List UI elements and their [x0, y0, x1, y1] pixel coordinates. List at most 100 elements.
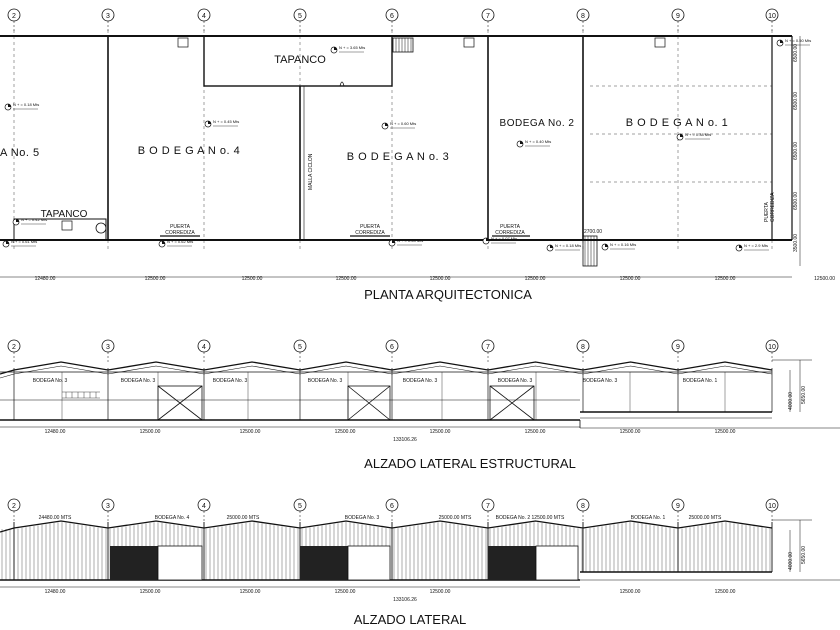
level-marker: N + = 0.62 Mts: [158, 239, 193, 248]
lateral-top-label: BODEGA No. 2 12500.00 MTS: [496, 515, 565, 521]
lateral-elevation: [0, 519, 840, 588]
lateral-top-label: BODEGA No. 1: [631, 515, 666, 521]
axis-label: 10: [768, 344, 776, 351]
dimension-label: 12500.00: [525, 429, 546, 435]
lateral-top-label: BODEGA No. 3: [345, 515, 380, 521]
axis-label: 10: [768, 503, 776, 510]
level-label: N + = 0.07 Mts: [491, 236, 517, 241]
door-label: CORREDIZA: [770, 192, 776, 222]
dimension-label: 12480.00: [45, 589, 66, 595]
level-marker-fill: [520, 141, 523, 144]
axis-label: 5: [298, 13, 302, 20]
axis-label: 2: [12, 13, 16, 20]
level-marker-fill: [334, 47, 337, 50]
structural-elevation: [0, 359, 840, 429]
warehouse-label: A No. 5: [0, 147, 40, 159]
side-dimension: 6500.00: [793, 44, 799, 62]
dimension-label: 12500.00: [525, 276, 546, 282]
level-marker-fill: [486, 238, 489, 241]
level-marker: N + = 0.45 Mts: [204, 119, 239, 128]
height-dimension: 4000.00: [788, 392, 794, 410]
level-marker: N + = 0.07 Mts: [482, 236, 517, 245]
door-label: CORREDIZA: [355, 230, 385, 236]
height-dimension: 4000.00: [788, 552, 794, 570]
axis-label: 9: [676, 503, 680, 510]
dimension-label: 2700.00: [584, 229, 602, 235]
dimension-label: 12500.00: [430, 276, 451, 282]
dimension-label: 12500.00: [620, 589, 641, 595]
level-marker-fill: [208, 121, 211, 124]
toilet-icon: [177, 37, 189, 48]
warehouse-label: B O D E G A N o. 3: [347, 151, 450, 163]
height-dimension: 5650.00: [801, 386, 807, 404]
axis-label: 8: [581, 13, 585, 20]
total-dimension: 133106.26: [393, 437, 417, 443]
level-marker: N + = 0.18 Mts: [4, 102, 39, 111]
level-marker-fill: [605, 244, 608, 247]
axis-label: 4: [202, 503, 206, 510]
level-marker: N + = 0.60 Mts: [381, 121, 416, 130]
level-marker: N + = 0.54 Mts: [388, 238, 423, 247]
axis-label: 5: [298, 503, 302, 510]
dimension-label: 12500.00: [140, 429, 161, 435]
mesh-label: MALLA CICLON: [308, 153, 314, 190]
bay-label: BODEGA No. 3: [121, 378, 156, 384]
lateral-top-label: 25000.00 MTS: [689, 515, 722, 521]
lateral-top-label: 25000.00 MTS: [227, 515, 260, 521]
bay-label: BODEGA No. 3: [308, 378, 343, 384]
level-marker: N + = 0.61 Mts: [2, 239, 37, 248]
level-label: N + = 0.54 Mts: [397, 238, 423, 243]
dimension-label: 12500.00: [240, 589, 261, 595]
dimension-label: 12500.00: [335, 429, 356, 435]
level-marker-fill: [550, 245, 553, 248]
door-label: PUERTA: [764, 202, 770, 222]
dimension-label: 12480.00: [45, 429, 66, 435]
side-dimension: 6500.00: [793, 192, 799, 210]
dimension-label: 12500.00: [140, 589, 161, 595]
door-label: PUERTA: [360, 224, 380, 230]
dimension-label: 12500.00: [335, 589, 356, 595]
side-dimension: 6500.00: [793, 142, 799, 160]
bay-label: BODEGA No. 3: [498, 378, 533, 384]
level-label: N + = 0.42 Mts: [21, 217, 47, 222]
axis-label: 6: [390, 503, 394, 510]
dimension-label: 12500.00: [620, 429, 641, 435]
dimension-label: 12500.00: [715, 276, 736, 282]
dimension-label: 12500.00: [242, 276, 263, 282]
dimension-label: 12500.00: [620, 276, 641, 282]
level-marker: N + = 0.38 Mts: [676, 132, 711, 141]
level-label: N + = 0.18 Mts: [555, 243, 581, 248]
level-marker-fill: [780, 40, 783, 43]
level-label: N + = 0.61 Mts: [11, 239, 37, 244]
axis-label: 3: [106, 344, 110, 351]
axis-label: 2: [12, 503, 16, 510]
axis-label: 10: [768, 13, 776, 20]
dimension-label: 12480.00: [35, 276, 56, 282]
axis-label: 7: [486, 13, 490, 20]
level-marker: N + = 0.50 Mts: [776, 38, 811, 47]
level-marker-fill: [8, 104, 11, 107]
level-label: N + = 0.60 Mts: [390, 121, 416, 126]
axis-label: 9: [676, 344, 680, 351]
level-marker: N + = 0.42 Mts: [12, 217, 47, 226]
level-marker: N + = 0.40 Mts: [516, 139, 551, 148]
level-label: N + = 0.50 Mts: [785, 38, 811, 43]
total-dimension: 133106.26: [393, 597, 417, 603]
height-dimension: 5650.00: [801, 546, 807, 564]
loading-door: [110, 545, 579, 581]
door-label: PUERTA: [500, 224, 520, 230]
level-label: N + = 0.40 Mts: [525, 139, 551, 144]
axis-label: 7: [486, 344, 490, 351]
dimension-label: 12500.00: [814, 276, 835, 282]
dimension-label: 12500.00: [336, 276, 357, 282]
axis-label: 3: [106, 503, 110, 510]
toilet-icon: [463, 37, 475, 48]
dimension-label: 12500.00: [715, 429, 736, 435]
dimension-label: 12500.00: [430, 429, 451, 435]
toilet-icon: [61, 220, 73, 231]
